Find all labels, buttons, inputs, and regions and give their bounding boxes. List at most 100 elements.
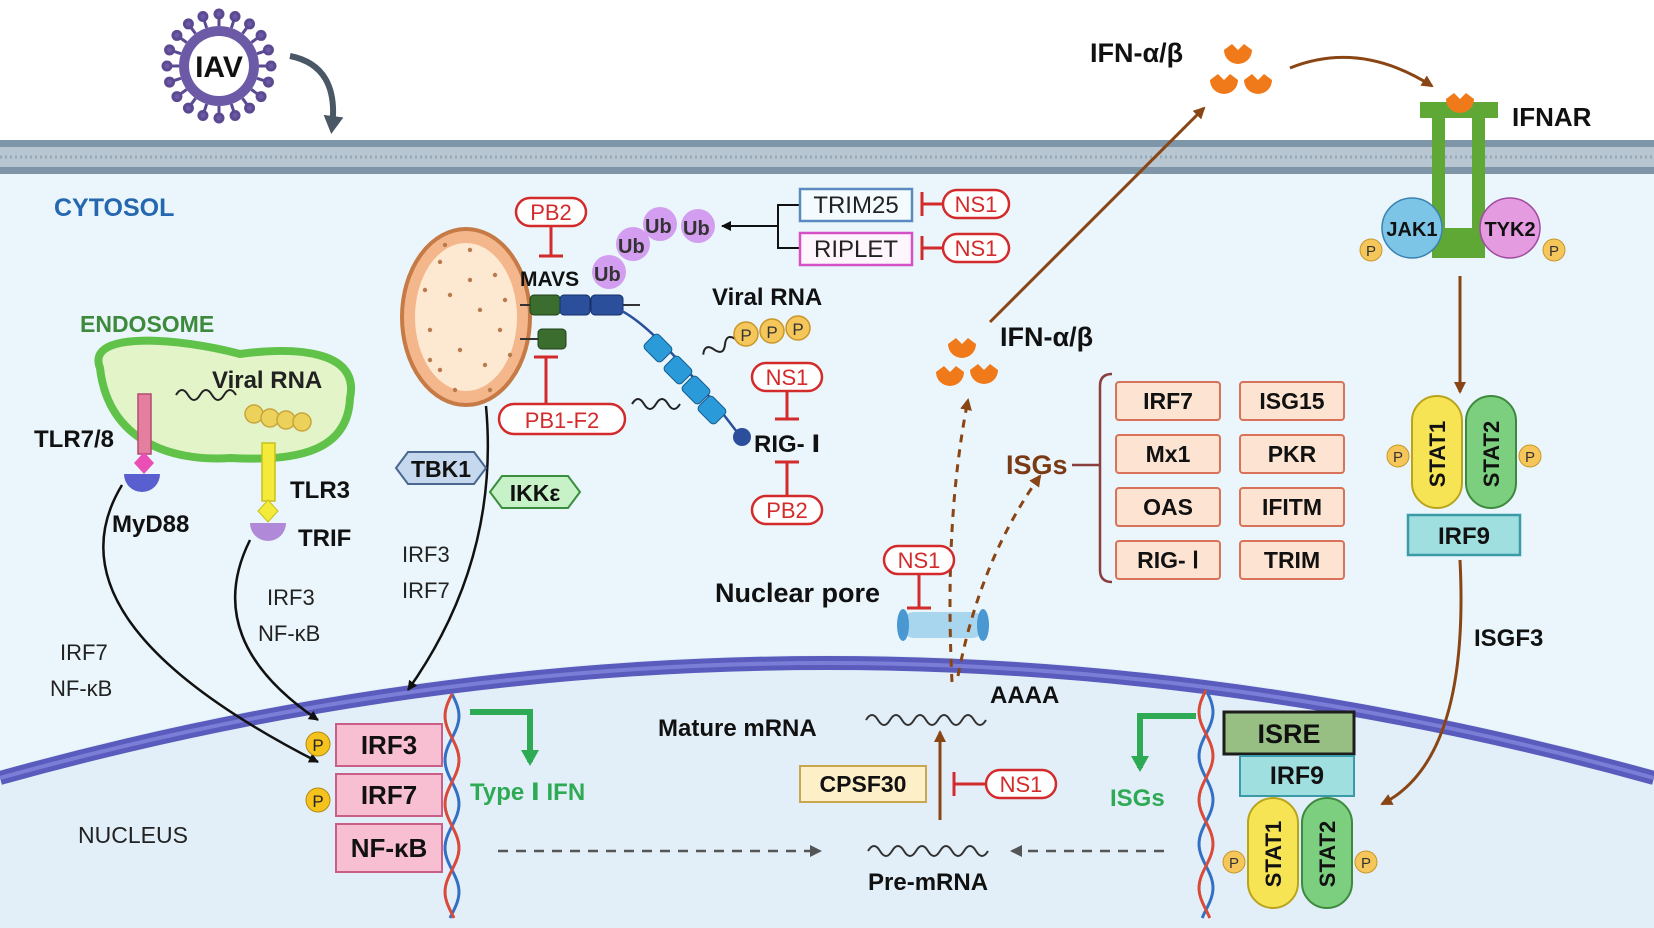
pre-mrna-label: Pre-mRNA	[868, 869, 988, 896]
ikke-label: IKKε	[510, 480, 561, 506]
isg-transcription-arrow	[1131, 713, 1196, 772]
nuclear-envelope-highlight	[0, 661, 1654, 780]
type1-ifn-label: Type Ⅰ IFN	[470, 779, 585, 806]
ifn-secreted-molecules	[1210, 44, 1272, 94]
myd88-arrow	[102, 484, 319, 764]
ifn-secreted-label: IFN-α/β	[1090, 38, 1183, 68]
ns1-label-5: NS1	[1000, 772, 1043, 797]
stat2-cyto-label: STAT2	[1479, 421, 1504, 487]
ns1-inhibit-trim25	[920, 192, 943, 216]
isg-item-label: ISG15	[1259, 388, 1324, 414]
extracellular-space	[0, 0, 1654, 140]
trif-target-2: NF-κB	[258, 621, 320, 646]
riplet-label: RIPLET	[814, 236, 898, 263]
isg-box	[1115, 434, 1221, 474]
pb1f2-label: PB1-F2	[525, 408, 600, 433]
stat1-nuclear-phospho-label: P	[1229, 855, 1239, 872]
irf9-nuclear-box	[1239, 755, 1355, 797]
ns1-inhibit-rigi	[775, 391, 799, 421]
tyk2-phospho	[1542, 238, 1566, 262]
nucleus-label: NUCLEUS	[78, 822, 188, 848]
isg-mrna-export-arrow	[956, 474, 1042, 677]
ub-3: Ub	[645, 216, 672, 238]
nuclear-pore-label: Nuclear pore	[715, 578, 880, 608]
ns1-label-2: NS1	[955, 236, 998, 261]
pb2-inhibit-rigi	[775, 460, 799, 496]
isgs-out-label: ISGs	[1110, 785, 1165, 812]
aaaa-label: AAAA	[990, 682, 1059, 709]
ifn-mrna-export-arrow	[948, 398, 972, 683]
isre-label: ISRE	[1257, 719, 1320, 749]
nfkb-nuclear-box	[335, 823, 443, 873]
cpsf30-label: CPSF30	[820, 771, 907, 797]
irf7-phospho	[305, 787, 331, 813]
stat-complex-cytosol: STAT1 STAT2 P P IRF9	[1386, 395, 1542, 557]
endosome: Viral RNA	[94, 336, 356, 541]
stat1-cyto-phospho: P	[1393, 449, 1403, 466]
ifn-secretion-arrow	[988, 106, 1206, 324]
ub-2: Ub	[618, 236, 645, 258]
myd88-target-2: NF-κB	[50, 676, 112, 701]
plasma-membrane	[0, 140, 1654, 174]
mitochondrion	[400, 227, 532, 407]
isg-box	[1239, 540, 1345, 580]
isg-box	[1115, 487, 1221, 527]
irf3-nuclear-box	[335, 723, 443, 767]
endosome-viral-rna-label: Viral RNA	[212, 367, 322, 394]
jak1-circle	[1381, 197, 1443, 259]
isgs-label: ISGs	[1006, 450, 1068, 480]
rigi-label: RIG- Ⅰ	[754, 431, 820, 458]
myd88-shape	[124, 474, 160, 492]
pb2-inhibit-mavs	[539, 226, 563, 258]
isg-item-label: OAS	[1143, 494, 1193, 520]
irf3-phospho-label: P	[312, 736, 323, 755]
stat1-cyto-label: STAT1	[1425, 421, 1450, 487]
trim25-label: TRIM25	[813, 192, 898, 219]
type1-ifn-transcription-arrow	[470, 709, 539, 766]
irf3-nuclear-label: IRF3	[361, 730, 417, 760]
myd88-label: MyD88	[112, 511, 189, 538]
irf3-phospho	[305, 731, 331, 757]
mavs-label: MAVS	[520, 268, 579, 291]
stat2-nuclear-label: STAT2	[1315, 821, 1340, 887]
irf9-cyto-label: IRF9	[1438, 523, 1490, 550]
isg-box	[1239, 487, 1345, 527]
endosome-label: ENDOSOME	[80, 311, 214, 337]
stat2-nuclear-phospho	[1354, 850, 1378, 874]
isgf3-label: ISGF3	[1474, 625, 1543, 652]
ubiquitin-chain: Ub Ub Ub Ub	[592, 207, 715, 289]
irf7-nuclear-label: IRF7	[361, 780, 417, 810]
ikke-hexagon	[488, 475, 582, 509]
stat1-nuclear-label: STAT1	[1261, 821, 1286, 887]
tbk1-arrow	[406, 405, 490, 691]
jak1-phospho-label: P	[1366, 243, 1376, 260]
stat2-nuclear	[1301, 797, 1353, 909]
ub-1: Ub	[594, 264, 621, 286]
tbk1-target-1: IRF3	[402, 542, 450, 567]
virus-entry-arrow	[289, 53, 344, 134]
ifnar-label: IFNAR	[1512, 102, 1592, 132]
jak1-label: JAK1	[1386, 219, 1437, 241]
tyk2-label: TYK2	[1484, 219, 1535, 241]
jak1-phospho	[1359, 238, 1383, 262]
iav-virus: IAV	[161, 8, 277, 124]
irf9-nuclear-label: IRF9	[1270, 762, 1324, 790]
trif-shape	[250, 523, 286, 541]
tlr3-adaptor-diamond	[257, 499, 279, 523]
isg-box	[1115, 540, 1221, 580]
trif-label: TRIF	[298, 525, 351, 552]
trim25-box	[798, 187, 914, 223]
dna-helix-right	[1197, 689, 1215, 919]
e3-ligase-arrow	[722, 204, 800, 249]
ppp-3: P	[792, 320, 803, 339]
stat2-nuclear-phospho-label: P	[1361, 855, 1371, 872]
tlr3-receptor	[261, 442, 276, 502]
cytosol-label: CYTOSOL	[54, 194, 174, 222]
irf7-phospho-label: P	[312, 792, 323, 811]
ns1-inhibit-riplet	[920, 236, 943, 260]
ifn-cytosol-molecules	[936, 338, 998, 386]
mature-mrna-strand	[865, 714, 987, 726]
